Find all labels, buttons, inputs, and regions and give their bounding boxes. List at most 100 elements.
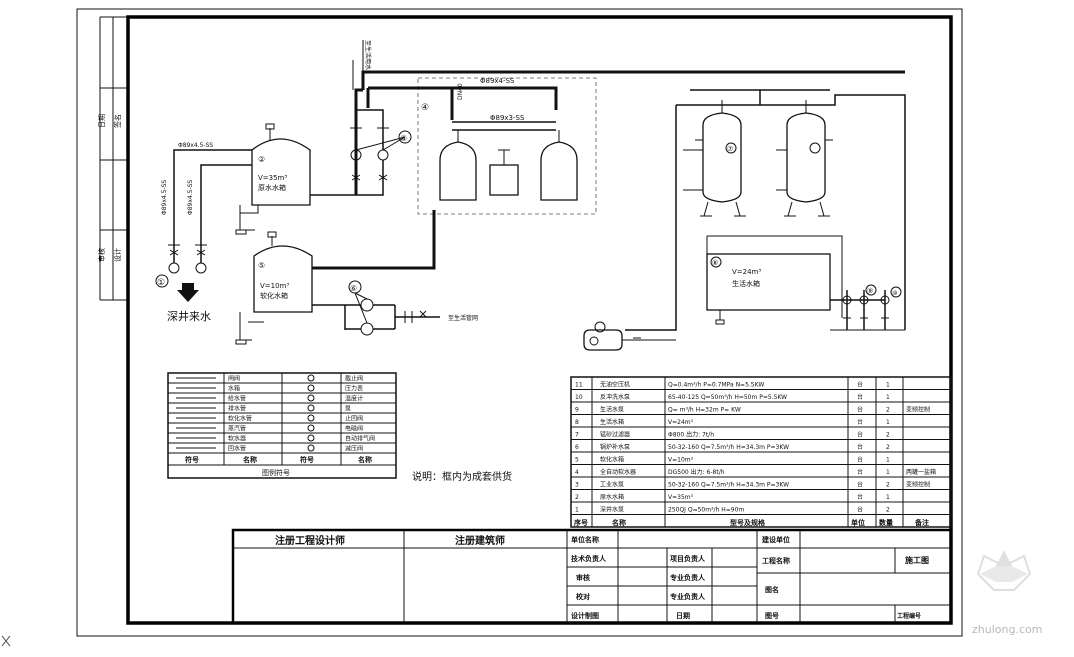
table-head-spec: 型号及规格	[730, 518, 766, 527]
equip-name-6: 软化水箱	[600, 456, 624, 464]
label-e4: ④	[421, 103, 429, 113]
equip-qty-6: 1	[886, 457, 890, 464]
equip-no-4: 7	[575, 432, 579, 439]
legend-symbol2-6	[307, 434, 315, 442]
tb-c4: 图号	[765, 611, 779, 620]
table-head-no: 序号	[573, 518, 588, 527]
pipe-label-2: Φ89x4.5-SS	[187, 180, 194, 215]
equip-unit-1: 台	[857, 393, 863, 401]
legend-n2-6: 自动排气阀	[345, 435, 375, 443]
legend-head-sym: 符号	[185, 455, 199, 464]
equip-qty-3: 1	[886, 419, 890, 426]
watermark-text: zhulong.com	[972, 623, 1042, 636]
legend-symbol2-2	[307, 394, 315, 402]
tb-c2: 工程名称	[762, 556, 790, 565]
equip-qty-4: 2	[886, 432, 890, 439]
equip-no-3: 8	[575, 419, 579, 426]
equip-qty-1: 1	[886, 394, 890, 401]
legend-symbol2-0	[307, 374, 315, 382]
legend-n2-0: 截止阀	[345, 375, 363, 383]
legend-n2-7: 减压阀	[345, 445, 363, 453]
equip-qty-0: 1	[886, 382, 890, 389]
tank5-capacity: V=10m³	[260, 282, 289, 290]
legend-n1-5: 蒸汽管	[228, 425, 246, 433]
raw-water-tank	[251, 138, 311, 206]
label-e2: ②	[258, 155, 265, 164]
equip-qty-9: 1	[886, 494, 890, 501]
equip-name-8: 工业水泵	[600, 481, 624, 489]
legend-n2-4: 止回阀	[345, 415, 363, 423]
label-e6: ⑥	[350, 284, 357, 293]
equip-no-6: 5	[575, 457, 579, 464]
tb-m3: 专业负责人	[670, 592, 706, 601]
softener-tank-a	[439, 141, 477, 201]
margin-label-4: 设计	[113, 248, 122, 262]
equip-qty-5: 2	[886, 444, 890, 451]
tb-m2: 专业负责人	[670, 573, 706, 582]
equip-spec-3: V=24m³	[668, 419, 694, 426]
equip-note-7: 两罐一盐箱	[906, 468, 936, 476]
legend-symbol2-3	[307, 404, 315, 412]
note-text: 说明：框内为成套供货	[412, 470, 512, 483]
legend-n1-6: 软水器	[228, 435, 246, 443]
equip-name-2: 生活水泵	[600, 406, 624, 414]
equip-spec-7: DG500 出力: 6-8t/h	[668, 468, 725, 476]
equip-spec-0: Q=0.4m³/h P=0.7MPa N=5.5KW	[668, 382, 764, 389]
legend-symbol2-5	[307, 424, 315, 432]
equip-spec-1: 65-40-125 Q=50m³/h H=50m P=5.5KW	[668, 394, 787, 401]
equip-unit-9: 台	[857, 493, 863, 501]
sand-filter-2	[786, 112, 826, 203]
tb-c3: 图名	[765, 585, 779, 594]
equip-name-9: 原水水箱	[600, 493, 624, 501]
table-head-name: 名称	[612, 518, 626, 527]
equip-unit-5: 台	[857, 443, 863, 451]
equip-qty-8: 2	[886, 482, 890, 489]
legend-head-sym2: 符号	[300, 455, 314, 464]
tb-r2: 技术负责人	[571, 554, 607, 563]
equip-unit-4: 台	[857, 431, 863, 439]
tb-job: 工程编号	[897, 612, 921, 620]
tb-r3: 审核	[576, 573, 590, 582]
table-head-unit: 单位	[851, 518, 865, 527]
equip-name-5: 锅炉补水泵	[600, 443, 630, 451]
tb-m4: 日期	[676, 611, 690, 620]
equip-unit-6: 台	[857, 456, 863, 464]
tb-r4: 校对	[576, 592, 590, 601]
out-pipe-label: 至生活管网	[448, 314, 478, 322]
equip-spec-10: 250QJ Q=50m³/h H=90m	[668, 507, 744, 514]
equip-name-1: 反冲洗水泵	[600, 393, 630, 401]
equip-spec-9: V=35m³	[668, 494, 694, 501]
pipe-label-1: Φ89x4.5-SS	[161, 180, 168, 215]
legend-table	[167, 372, 397, 479]
makeup-pump-2	[360, 322, 374, 336]
pipe-label-dn: DN40	[457, 83, 464, 100]
equip-qty-2: 2	[886, 407, 890, 414]
title-block	[231, 528, 953, 625]
equip-unit-8: 台	[857, 481, 863, 489]
table-head-qty: 数量	[879, 518, 893, 527]
equip-no-7: 4	[575, 469, 579, 476]
legend-n1-1: 水箱	[228, 385, 240, 393]
equip-unit-3: 台	[857, 418, 863, 426]
softened-water-tank	[253, 245, 313, 313]
legend-n2-1: 压力表	[345, 385, 363, 393]
pipe-label-5: Φ89x3-SS	[490, 114, 525, 122]
tank8-name: 生活水箱	[732, 279, 760, 288]
tank5-name: 软化水箱	[260, 291, 288, 300]
cursor-cross-icon	[1, 635, 11, 647]
equip-no-1: 10	[575, 394, 583, 401]
label-e9: ⑨	[867, 287, 873, 295]
equip-unit-7: 台	[857, 468, 863, 476]
equip-no-8: 3	[575, 482, 579, 489]
tb-engineer: 注册工程设计师	[275, 534, 345, 547]
label-e1: ①	[157, 278, 165, 288]
source-label: 深井来水	[167, 309, 211, 323]
label-e5: ⑤	[258, 261, 265, 270]
sand-filter-1	[702, 112, 742, 203]
equip-spec-2: Q= m³/h H=32m P= KW	[668, 407, 741, 414]
zhulong-logo-icon	[976, 550, 1032, 591]
equip-note-8: 变频控制	[906, 481, 930, 489]
backwash-pump	[880, 295, 890, 305]
equip-name-10: 深井水泵	[600, 506, 624, 514]
